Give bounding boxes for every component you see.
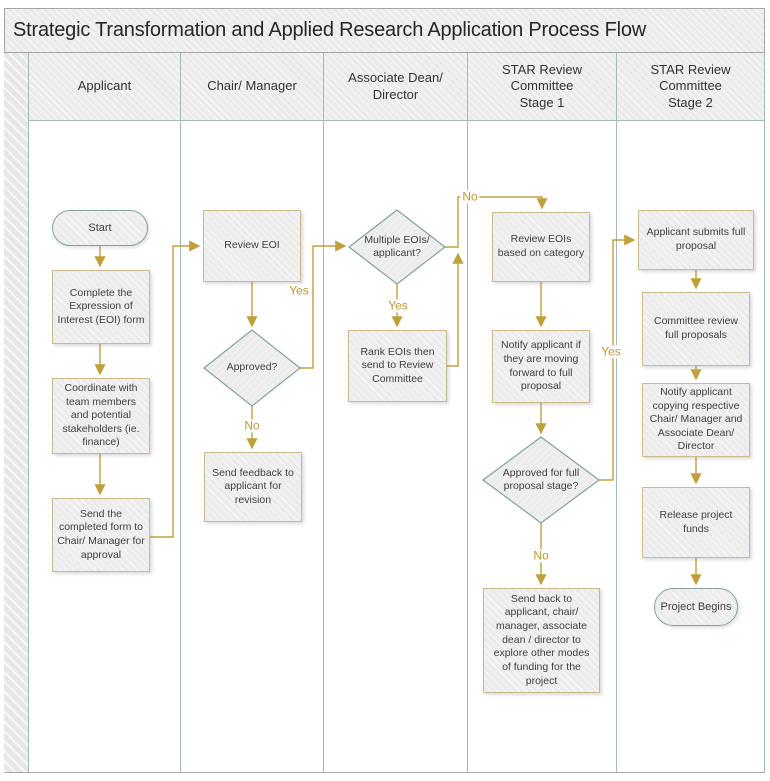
node-send-back: Send back to applicant, chair/ manager, … [483,588,600,693]
node-notify-moving-forward: Notify applicant if they are moving forw… [492,330,590,403]
lane-header-applicant: Applicant [29,53,181,121]
lane-body-associate-dean [324,121,468,772]
node-committee-review: Committee review full proposals [642,292,750,366]
node-project-begins: Project Begins [654,588,738,626]
lane-header-star-stage2-label: STAR Review Committee Stage 2 [650,62,731,110]
node-release-funds: Release project funds [642,487,750,558]
node-send-feedback: Send feedback to applicant for revision [204,452,302,522]
node-review-eois-category: Review EOIs based on category [492,212,590,282]
edge-label-full-proposal-no: No [531,548,551,563]
edge-label-full-proposal-yes: Yes [599,344,623,359]
node-coordinate-team: Coordinate with team members and potenti… [52,378,150,454]
lane-header-chair-manager: Chair/ Manager [181,53,324,121]
edge-label-multiple-no: No [460,189,480,204]
lane-header-star-stage1-label: STAR Review Committee Stage 1 [502,62,582,110]
node-rank-eois: Rank EOIs then send to Review Committee [348,330,447,402]
lane-header-star-stage2: STAR Review Committee Stage 2 [617,53,765,121]
diagram-title-bar: Strategic Transformation and Applied Res… [4,8,765,53]
node-start: Start [52,210,148,246]
lane-header-chair-manager-label: Chair/ Manager [207,78,297,94]
diagram-title: Strategic Transformation and Applied Res… [13,19,647,41]
node-notify-copying: Notify applicant copying respective Chai… [642,383,750,457]
lane-header-star-stage1: STAR Review Committee Stage 1 [468,53,617,121]
node-send-completed-form: Send the completed form to Chair/ Manage… [52,498,150,572]
node-review-eoi: Review EOI [203,210,301,282]
lane-header-applicant-label: Applicant [77,78,132,94]
node-applicant-submits: Applicant submits full proposal [638,210,754,270]
edge-label-approved-yes: Yes [287,283,311,298]
node-complete-eoi: Complete the Expression of Interest (EOI… [52,270,150,344]
lane-header-associate-dean: Associate Dean/ Director [324,53,468,121]
edge-label-approved-no: No [242,418,262,433]
lane-header-associate-dean-label: Associate Dean/ Director [348,70,443,102]
phase-strip [4,53,29,772]
edge-label-multiple-yes: Yes [386,298,410,313]
